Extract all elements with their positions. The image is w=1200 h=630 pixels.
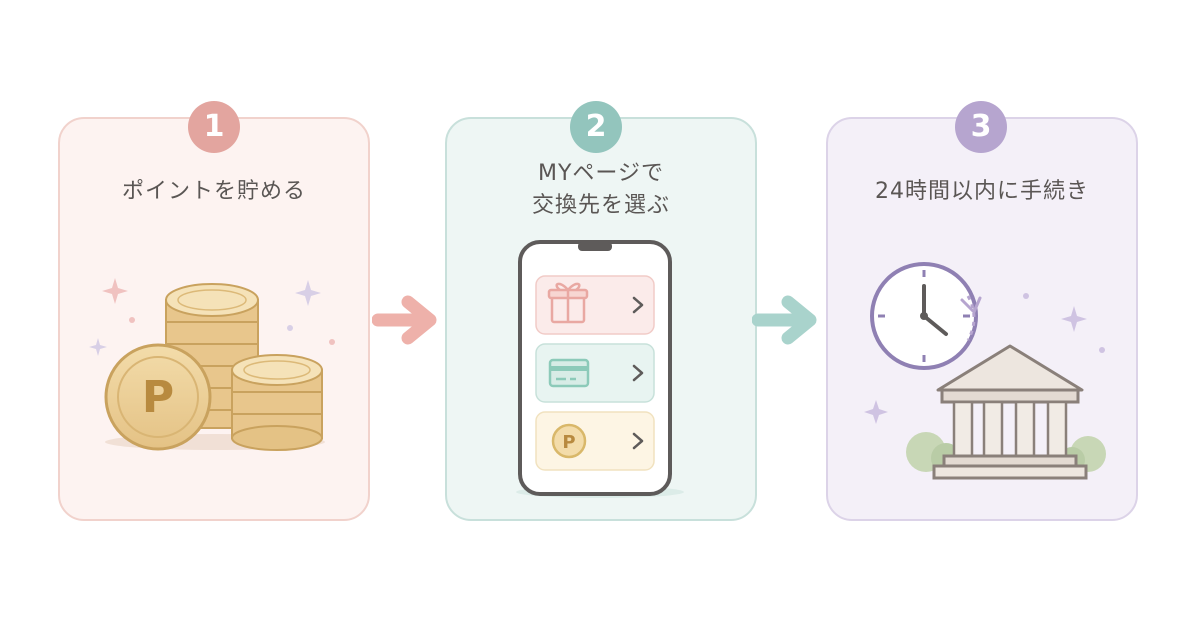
arrow-right-icon — [372, 295, 437, 345]
coin-mark: P — [142, 372, 174, 423]
coin-stack-icon: P — [89, 278, 335, 451]
sparkle-icon — [864, 400, 888, 424]
sparkle-icon — [102, 278, 128, 304]
step-1-title-line: ポイントを貯める — [121, 179, 306, 204]
smartphone-icon: P — [516, 240, 684, 498]
step-1-number-badge: 1 — [188, 101, 240, 153]
sparkle-icon — [295, 280, 321, 306]
step-2-title-line-1: MYページで — [538, 161, 664, 186]
credit-card-icon — [548, 358, 590, 388]
gift-icon — [547, 282, 589, 324]
bank-with-clock-icon — [864, 262, 1106, 480]
step-3-title-line: 24時間以内に手続き — [875, 179, 1089, 204]
step-2-title: MYページで 交換先を選ぶ — [445, 158, 757, 222]
sparkle-icon — [89, 338, 107, 356]
arrow-right-icon — [752, 295, 817, 345]
point-coin-mark: P — [562, 432, 575, 453]
option-gift — [535, 275, 655, 335]
sparkle-icon — [1061, 306, 1087, 332]
step-1-title: ポイントを貯める — [58, 176, 370, 208]
clock-icon — [870, 262, 982, 370]
step-2-number-badge: 2 — [570, 101, 622, 153]
point-coin-icon: P — [551, 423, 587, 459]
point-coin-icon: P — [104, 343, 212, 451]
option-point: P — [535, 411, 655, 471]
chevron-right-icon — [632, 296, 644, 314]
chevron-right-icon — [632, 432, 644, 450]
option-card — [535, 343, 655, 403]
step-3-number-badge: 3 — [955, 101, 1007, 153]
step-2-title-line-2: 交換先を選ぶ — [531, 193, 670, 218]
bank-building — [932, 344, 1088, 480]
chevron-right-icon — [632, 364, 644, 382]
step-3-title: 24時間以内に手続き — [826, 176, 1138, 208]
